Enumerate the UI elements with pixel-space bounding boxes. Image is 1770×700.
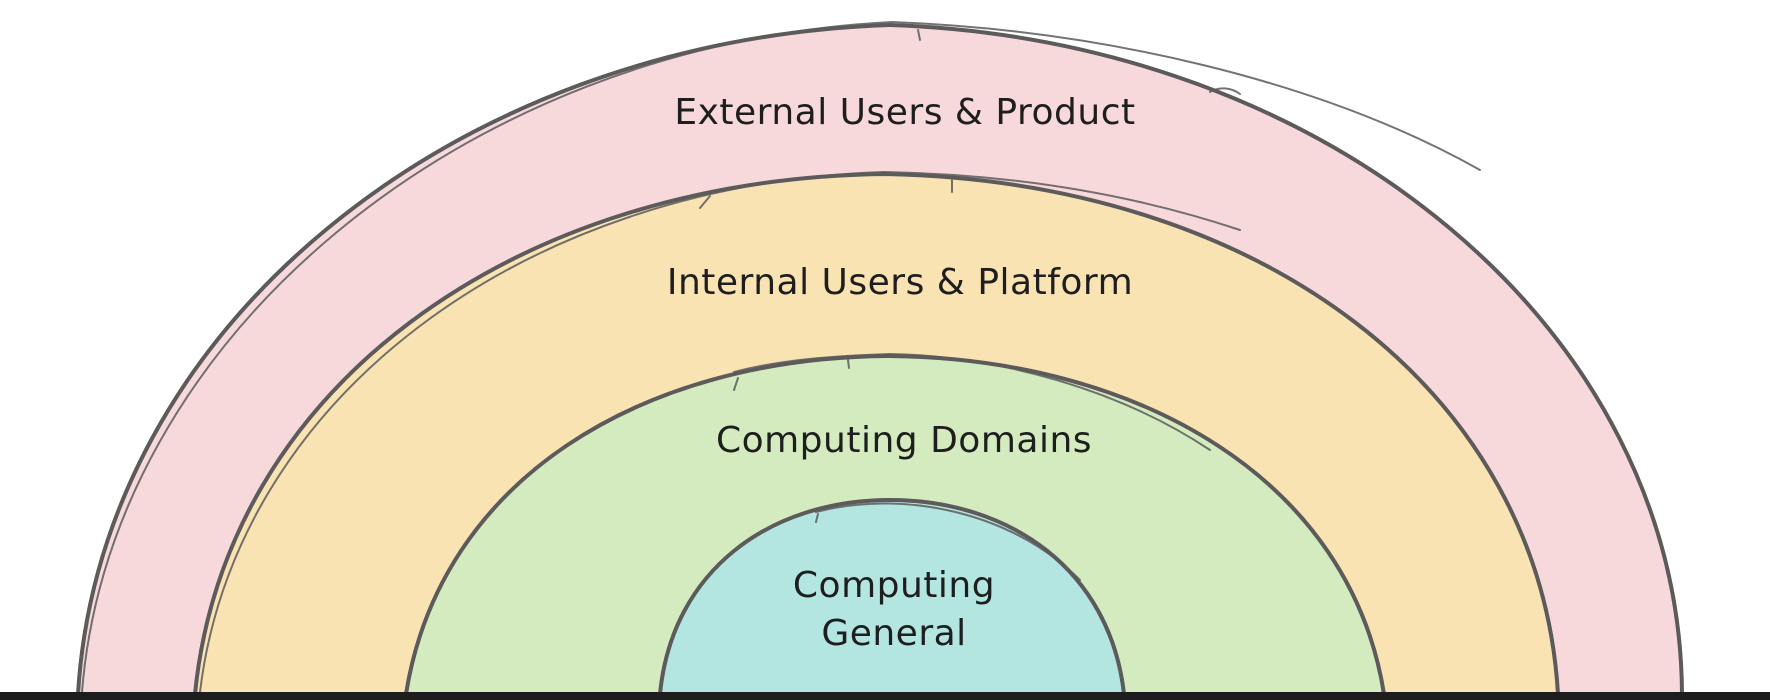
arc-internal-sketch <box>199 170 1241 693</box>
arc-domains-tick-2 <box>847 359 850 369</box>
arc-external-sketch <box>81 20 1481 693</box>
label-computing-general-line1: Computing <box>793 565 995 606</box>
layer-computing-general <box>658 498 1126 696</box>
arc-core-tick <box>815 513 819 523</box>
arc-core <box>658 498 1126 696</box>
arc-domains-tick <box>733 377 739 391</box>
label-external-users-product: External Users & Product <box>674 92 1135 133</box>
arc-core-sketch <box>815 502 1081 581</box>
label-computing-domains: Computing Domains <box>716 420 1092 461</box>
arc-external-tick <box>1209 87 1241 95</box>
label-internal-users-platform: Internal Users & Platform <box>667 262 1133 303</box>
arc-domains-sketch <box>733 352 1211 451</box>
label-computing-general-line2: General <box>821 613 966 654</box>
arc-external-tick-2 <box>917 29 921 41</box>
baseline <box>0 692 1770 700</box>
arc-internal-tick <box>699 195 711 209</box>
